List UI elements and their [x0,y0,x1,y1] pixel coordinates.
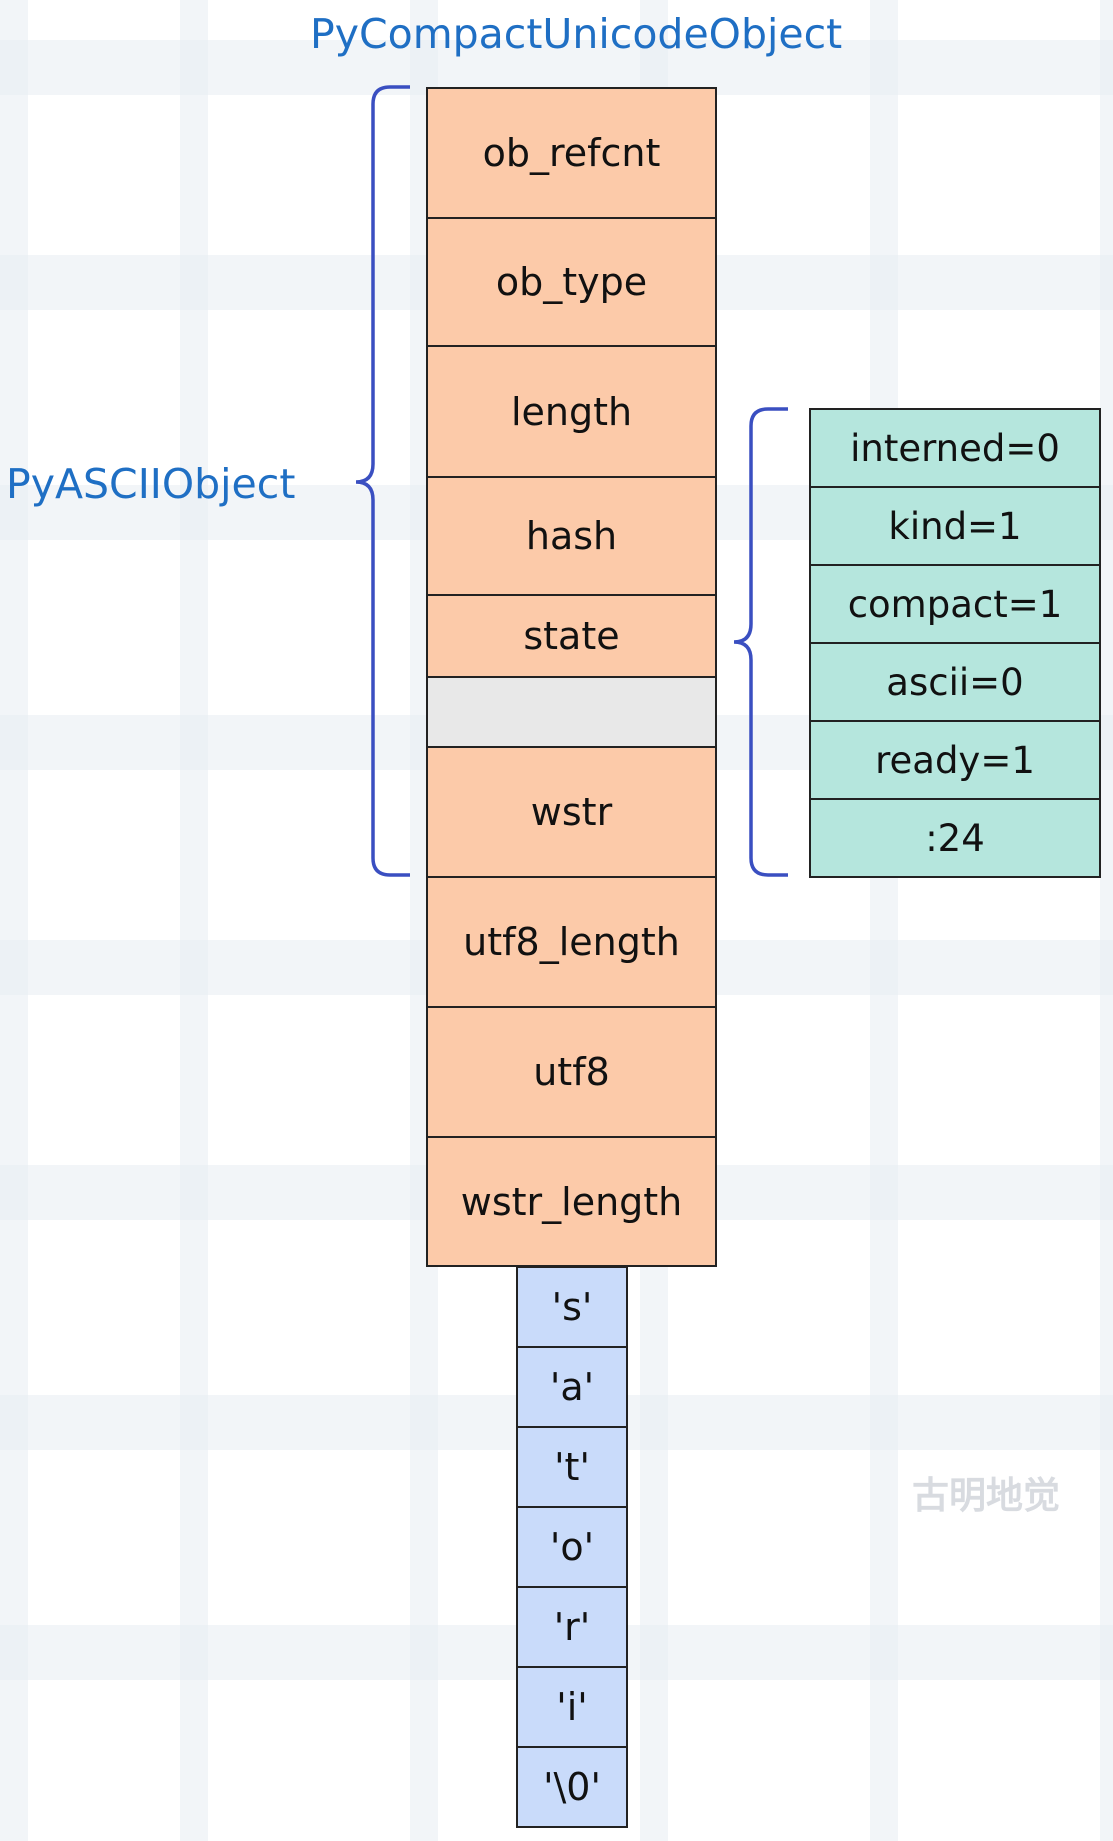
char-cell: 'r' [516,1586,628,1668]
state-bit-kind: kind=1 [809,486,1101,566]
field-utf8: utf8 [426,1006,717,1138]
state-bit-interned: interned=0 [809,408,1101,488]
grid-band-vertical [1100,0,1113,1841]
char-cell: 'a' [516,1346,628,1428]
field-utf8-length: utf8_length [426,876,717,1008]
watermark: 古明地觉 [912,1474,1060,1517]
field-wstr-length: wstr_length [426,1136,717,1267]
state-bitfields: interned=0 kind=1 compact=1 ascii=0 read… [809,408,1101,878]
field-length: length [426,345,717,478]
right-brace [733,407,788,877]
field-ob-refcnt: ob_refcnt [426,87,717,219]
field-wstr: wstr [426,746,717,878]
character-buffer: 's' 'a' 't' 'o' 'r' 'i' '\0' [516,1266,628,1828]
group-label-pyasciiobject: PyASCIIObject [6,460,296,508]
char-cell-null-terminator: '\0' [516,1746,628,1828]
diagram-title: PyCompactUnicodeObject [310,10,843,58]
field-padding [426,676,717,748]
char-cell: 't' [516,1426,628,1508]
state-bit-compact: compact=1 [809,564,1101,644]
pycompactunicodeobject-fields: ob_refcnt ob_type length hash state wstr… [426,87,717,1267]
state-bit-ready: ready=1 [809,720,1101,800]
state-bit-ascii: ascii=0 [809,642,1101,722]
field-ob-type: ob_type [426,217,717,347]
grid-band-horizontal [0,40,1113,95]
char-cell: 'i' [516,1666,628,1748]
state-bit-padding: :24 [809,798,1101,878]
field-hash: hash [426,476,717,596]
char-cell: 's' [516,1266,628,1348]
left-brace [355,85,410,877]
char-cell: 'o' [516,1506,628,1588]
field-state: state [426,594,717,678]
